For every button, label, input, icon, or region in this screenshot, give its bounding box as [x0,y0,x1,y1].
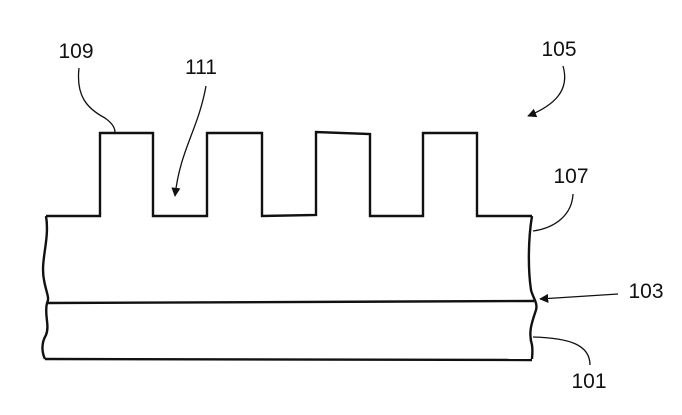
right-break-edge [527,215,538,360]
finned-layer-outline [46,130,532,218]
leader-107 [532,193,574,232]
left-break-edge [41,215,50,360]
label-109: 109 [58,40,94,63]
leader-109 [77,67,116,133]
leader-105 [527,65,566,118]
label-105: 105 [541,38,577,61]
leader-101 [532,336,591,366]
leader-103 [539,293,619,304]
label-107: 107 [553,165,589,188]
label-111: 111 [185,56,217,79]
interface-line [46,299,535,305]
label-101: 101 [571,370,607,393]
leader-111 [171,85,207,197]
substrate-bottom [44,357,533,362]
label-103: 103 [628,280,664,303]
